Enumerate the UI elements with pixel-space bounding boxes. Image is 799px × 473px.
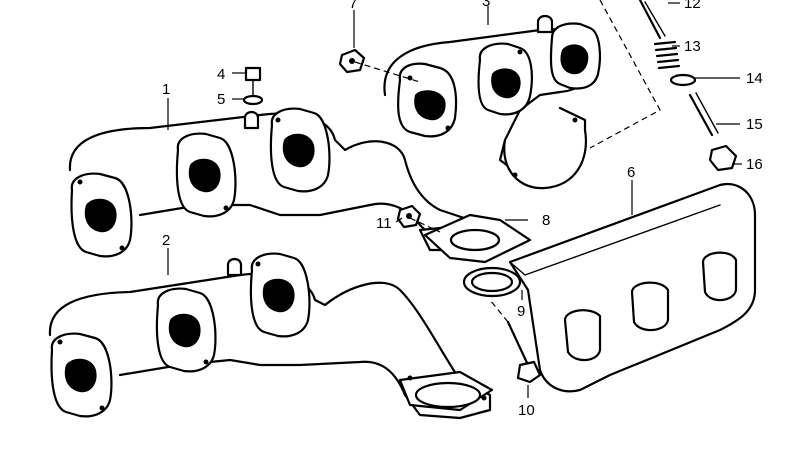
callout-13: 13 — [684, 38, 701, 55]
bolt-part-10 — [506, 320, 542, 384]
manifold-part-3 — [383, 14, 601, 190]
callout-1: 1 — [162, 81, 170, 98]
washer-part-14 — [669, 73, 697, 87]
callout-12: 12 — [684, 0, 701, 12]
callout-6: 6 — [627, 164, 635, 181]
washer-part-5 — [242, 94, 264, 106]
callout-14: 14 — [746, 70, 763, 87]
stud-part-12 — [638, 0, 666, 40]
callout-5: 5 — [217, 91, 225, 108]
callout-11: 11 — [376, 215, 392, 232]
callout-16: 16 — [746, 156, 763, 173]
assembly-dashline — [354, 61, 421, 83]
leader-lines — [167, 2, 742, 398]
callout-8: 8 — [542, 212, 550, 229]
callout-3: 3 — [482, 0, 490, 10]
assembly-dashline — [409, 217, 441, 233]
manifold-part-2 — [48, 252, 494, 420]
callout-7: 7 — [349, 0, 357, 12]
bolt-part-15 — [688, 92, 719, 137]
callout-15: 15 — [746, 116, 763, 133]
assembly-dashline — [589, 0, 661, 149]
callout-9: 9 — [517, 303, 525, 320]
callout-4: 4 — [217, 66, 225, 83]
spring-part-13 — [653, 40, 681, 70]
gasket-part-9 — [462, 266, 522, 298]
nut-part-7 — [338, 48, 366, 74]
assembly-dashline — [489, 299, 509, 323]
heat-shield-part-6 — [508, 182, 757, 393]
nut-part-16 — [708, 144, 738, 172]
callout-10: 10 — [518, 402, 535, 419]
gasket-part-8 — [423, 213, 532, 264]
callout-labels: 1 2 3 4 5 6 7 8 9 10 11 12 13 14 15 16 — [162, 0, 763, 419]
callout-2: 2 — [162, 232, 170, 249]
nut-part-11 — [396, 204, 422, 229]
bolt-part-4 — [244, 66, 262, 97]
